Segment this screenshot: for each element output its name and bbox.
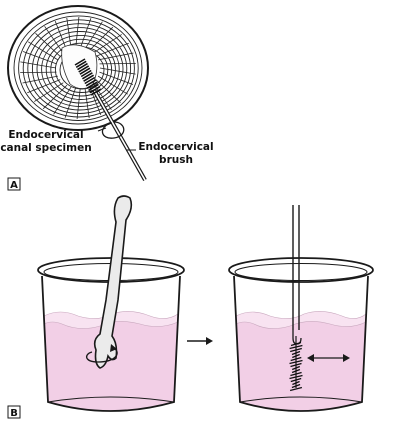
cervix-fold <box>54 20 68 52</box>
brush-label-line1: Endocervical <box>138 141 213 153</box>
cervix-fold <box>42 84 68 110</box>
cervix-fold <box>35 33 61 57</box>
sequence-arrow <box>187 337 213 345</box>
brush-bristle <box>88 83 99 92</box>
brush-bristle <box>78 65 90 73</box>
endocervical-brush <box>74 58 147 181</box>
brush-bristle <box>74 58 86 66</box>
panel-b: B <box>7 195 374 419</box>
brush-bristle <box>291 350 301 356</box>
cervix-fold <box>76 87 81 120</box>
cervix-fold <box>92 34 122 54</box>
cervix-fold <box>27 79 61 94</box>
cervix-fold <box>88 26 114 52</box>
cervix-fold <box>95 42 129 57</box>
cervix-fold <box>75 16 80 49</box>
cervix-fold <box>22 51 57 65</box>
brush-bristle <box>290 341 302 347</box>
brush-bristle <box>289 344 303 350</box>
cervix-fold <box>44 26 64 54</box>
panel-a-letter-box <box>7 177 21 191</box>
brush-bristle <box>292 353 300 359</box>
spatula <box>93 195 133 369</box>
brush-in-beaker <box>289 205 303 392</box>
cervix-fold <box>34 82 64 102</box>
panel-a-letter: A <box>10 180 18 191</box>
cervix-fold <box>79 18 92 49</box>
cervix-fold <box>99 63 136 65</box>
brush-bristle <box>291 383 301 389</box>
cervix-ring <box>45 38 116 100</box>
cervix-ring <box>31 27 128 111</box>
cervix-illustration <box>7 5 149 131</box>
cervix-fold <box>92 82 112 110</box>
cervix-fold <box>95 79 121 103</box>
rotation-arrow-a <box>101 121 125 139</box>
brush-label-line2: brush <box>159 154 193 166</box>
panel-b-letter-box <box>7 405 21 419</box>
brush-bristle <box>89 86 101 94</box>
agitation-arrow <box>307 354 350 362</box>
cervix-fold <box>20 71 57 73</box>
brush-bristle <box>80 69 92 78</box>
brush-bristle <box>81 72 93 80</box>
cervix-ring <box>36 31 124 107</box>
brush-bristle <box>290 347 302 353</box>
brush-bristle <box>291 368 301 374</box>
brush-bristle <box>83 74 95 82</box>
cervix-fold <box>84 21 103 50</box>
brush-bristle <box>292 380 300 386</box>
cervix-fold <box>64 87 77 118</box>
cervix-ring <box>13 11 143 125</box>
panel-a: Endocervical canal specimen Endocervical… <box>0 5 214 191</box>
brush-bristle <box>86 81 98 89</box>
brush-bristle <box>77 62 88 71</box>
brush-bristle <box>289 386 303 392</box>
brush-bristle <box>289 374 303 380</box>
cervix-fold <box>20 61 57 69</box>
brush-bristle <box>290 362 302 368</box>
brush-bristle <box>84 76 96 85</box>
cervix-fold <box>99 67 136 75</box>
cervix-ring <box>27 23 132 114</box>
cervix-fold <box>66 17 72 50</box>
specimen-label-line1: Endocervical <box>8 129 83 141</box>
brush-bristle <box>289 359 303 365</box>
cervix-fold <box>97 75 129 95</box>
specimen-label-line2: canal specimen <box>0 142 91 154</box>
brush-bristle <box>291 365 301 371</box>
cervix-ring <box>18 15 139 121</box>
cervix-fold <box>22 75 58 84</box>
specimen-leader <box>97 127 107 132</box>
brush-bristle <box>90 88 102 96</box>
brush-bristle <box>290 371 302 377</box>
panel-b-letter: B <box>10 408 18 419</box>
beaker-right <box>228 205 374 412</box>
cervix-fold <box>99 71 134 85</box>
brush-bristle <box>290 356 302 362</box>
cervix-fold <box>88 84 102 116</box>
cervix-fold <box>27 41 59 61</box>
brush-bristle <box>79 67 91 75</box>
cervix-ring <box>41 34 120 104</box>
liquid-left <box>44 311 178 411</box>
cervix-fold <box>53 86 72 115</box>
rotation-arrow-left <box>86 347 118 363</box>
brush-bristle <box>290 377 302 383</box>
beaker-left <box>37 195 185 412</box>
brush-bristle <box>85 79 97 87</box>
cervix-fold <box>98 52 134 61</box>
cervix-fold <box>84 86 90 119</box>
brush-bristle <box>75 60 87 68</box>
